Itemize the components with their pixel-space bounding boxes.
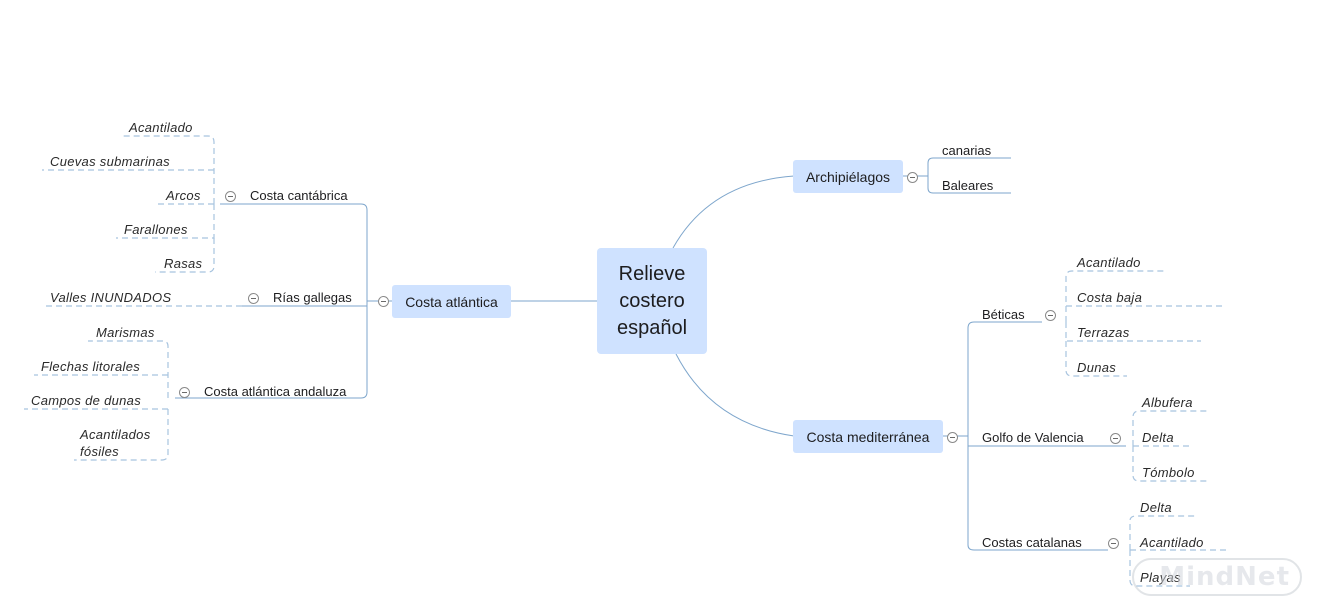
node-baleares[interactable]: Baleares <box>942 178 994 193</box>
leaf-line-beticas-1 <box>1065 270 1166 322</box>
collapse-costa-atlantica-icon[interactable] <box>378 296 389 307</box>
leaf-line-valencia-3 <box>1132 446 1210 482</box>
node-golfo-de-valencia[interactable]: Golfo de Valencia <box>982 430 1084 445</box>
leaf-acantilados-fosiles[interactable]: Acantilados fósiles <box>80 427 151 459</box>
leaf-cuevas-submarinas[interactable]: Cuevas submarinas <box>50 154 170 169</box>
leaf-dunas[interactable]: Dunas <box>1077 360 1117 375</box>
node-costa-atlantica-label: Costa atlántica <box>405 293 498 310</box>
node-costa-mediterranea[interactable]: Costa mediterránea <box>793 420 943 453</box>
mindnet-watermark: MindNet <box>1132 558 1302 596</box>
leaf-catalanas-acantilado[interactable]: Acantilado <box>1140 535 1204 550</box>
leaf-campos-de-dunas[interactable]: Campos de dunas <box>31 393 142 408</box>
leaf-line-catalanas-3 <box>1129 550 1190 587</box>
collapse-costa-andaluza-icon[interactable] <box>179 387 190 398</box>
leaf-arcos[interactable]: Arcos <box>166 188 201 203</box>
leaf-line-valencia-1 <box>1132 410 1210 446</box>
leaf-rasas[interactable]: Rasas <box>164 256 203 271</box>
connector-root-archipielagos <box>672 175 795 249</box>
node-canarias[interactable]: canarias <box>942 143 992 158</box>
leaf-valles-inundados[interactable]: Valles INUNDADOS <box>50 290 172 305</box>
collapse-archipielagos-icon[interactable] <box>907 172 918 183</box>
collapse-beticas-icon[interactable] <box>1045 310 1056 321</box>
leaf-farallones[interactable]: Farallones <box>124 222 188 237</box>
node-costas-catalanas[interactable]: Costas catalanas <box>982 535 1082 550</box>
connector-root-mediterranea <box>675 353 795 437</box>
leaf-valencia-delta[interactable]: Delta <box>1142 430 1174 445</box>
leaf-line-andaluza-1 <box>88 340 169 398</box>
collapse-rias-gallegas-icon[interactable] <box>248 293 259 304</box>
node-costa-cantabrica[interactable]: Costa cantábrica <box>250 188 348 203</box>
root-label: Relieve costero español <box>616 262 688 339</box>
leaf-line-andaluza-4 <box>74 409 169 461</box>
node-archipielagos[interactable]: Archipiélagos <box>793 160 903 193</box>
node-costa-atlantica-andaluza[interactable]: Costa atlántica andaluza <box>204 384 347 399</box>
collapse-costa-mediterranea-icon[interactable] <box>947 432 958 443</box>
leaf-line-catalanas-1 <box>1129 515 1196 550</box>
node-costa-mediterranea-label: Costa mediterránea <box>806 428 930 445</box>
leaf-costa-baja[interactable]: Costa baja <box>1077 290 1143 305</box>
leaf-catalanas-delta[interactable]: Delta <box>1140 500 1172 515</box>
root-node[interactable]: Relieve costero español <box>597 248 707 354</box>
leaf-terrazas[interactable]: Terrazas <box>1077 325 1130 340</box>
leaf-line-cantabrica-1 <box>120 135 215 204</box>
node-archipielagos-label: Archipiélagos <box>805 168 891 185</box>
leaf-tombolo[interactable]: Tómbolo <box>1142 465 1195 480</box>
leaf-line-cantabrica-5 <box>155 238 215 273</box>
leaf-beticas-acantilado[interactable]: Acantilado <box>1077 255 1141 270</box>
collapse-costas-catalanas-icon[interactable] <box>1108 538 1119 549</box>
leaf-marismas[interactable]: Marismas <box>96 325 155 340</box>
leaf-acantilado[interactable]: Acantilado <box>129 120 193 135</box>
collapse-costa-cantabrica-icon[interactable] <box>225 191 236 202</box>
leaf-line-beticas-4 <box>1065 341 1127 377</box>
node-costa-atlantica[interactable]: Costa atlántica <box>392 285 511 318</box>
node-rias-gallegas[interactable]: Rías gallegas <box>273 290 352 305</box>
leaf-flechas-litorales[interactable]: Flechas litorales <box>41 359 141 374</box>
leaf-albufera[interactable]: Albufera <box>1142 395 1193 410</box>
watermark-text: MindNet <box>1159 562 1290 592</box>
collapse-golfo-valencia-icon[interactable] <box>1110 433 1121 444</box>
node-beticas[interactable]: Béticas <box>982 307 1025 322</box>
